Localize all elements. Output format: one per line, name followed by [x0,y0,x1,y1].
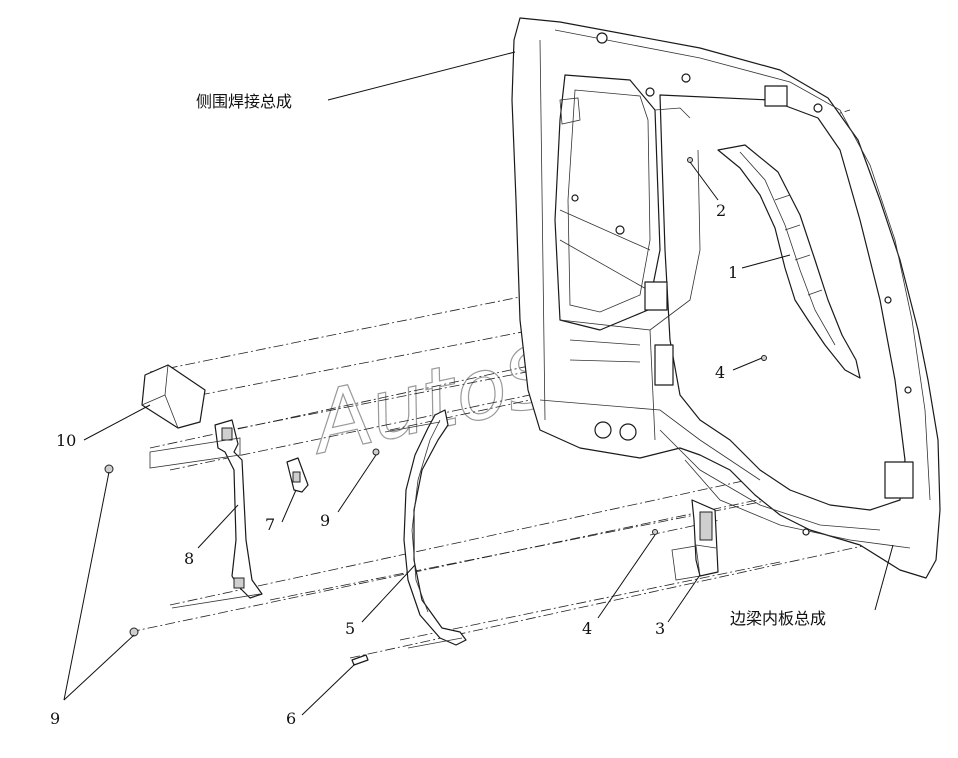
label-part-4-lower: 4 [582,619,592,638]
label-part-10: 10 [56,431,76,450]
label-part-8: 8 [184,549,194,568]
label-part-7: 7 [265,515,275,534]
shims [149,421,701,649]
part-8-grab-handle [214,419,263,599]
label-side-frame-weld-assembly: 侧围焊接总成 [196,92,292,111]
part-7-clip [286,457,309,493]
label-part-5: 5 [345,619,355,638]
label-part-3: 3 [655,619,665,638]
part-1-trim-strip [717,144,861,379]
label-part-2: 2 [716,201,726,220]
label-part-6: 6 [286,709,296,728]
part-3-bracket [691,499,719,577]
label-inner-beam-assembly: 边梁内板总成 [730,609,826,628]
label-part-9-left: 9 [50,709,60,728]
part-5-grab-rail [403,409,467,646]
label-part-4-upper: 4 [715,363,725,382]
leader-lines [63,51,894,716]
side-frame-weld-assembly [511,17,941,579]
part-10-block [141,364,206,429]
label-part-9-middle: 9 [320,511,330,530]
label-part-1: 1 [728,263,738,282]
